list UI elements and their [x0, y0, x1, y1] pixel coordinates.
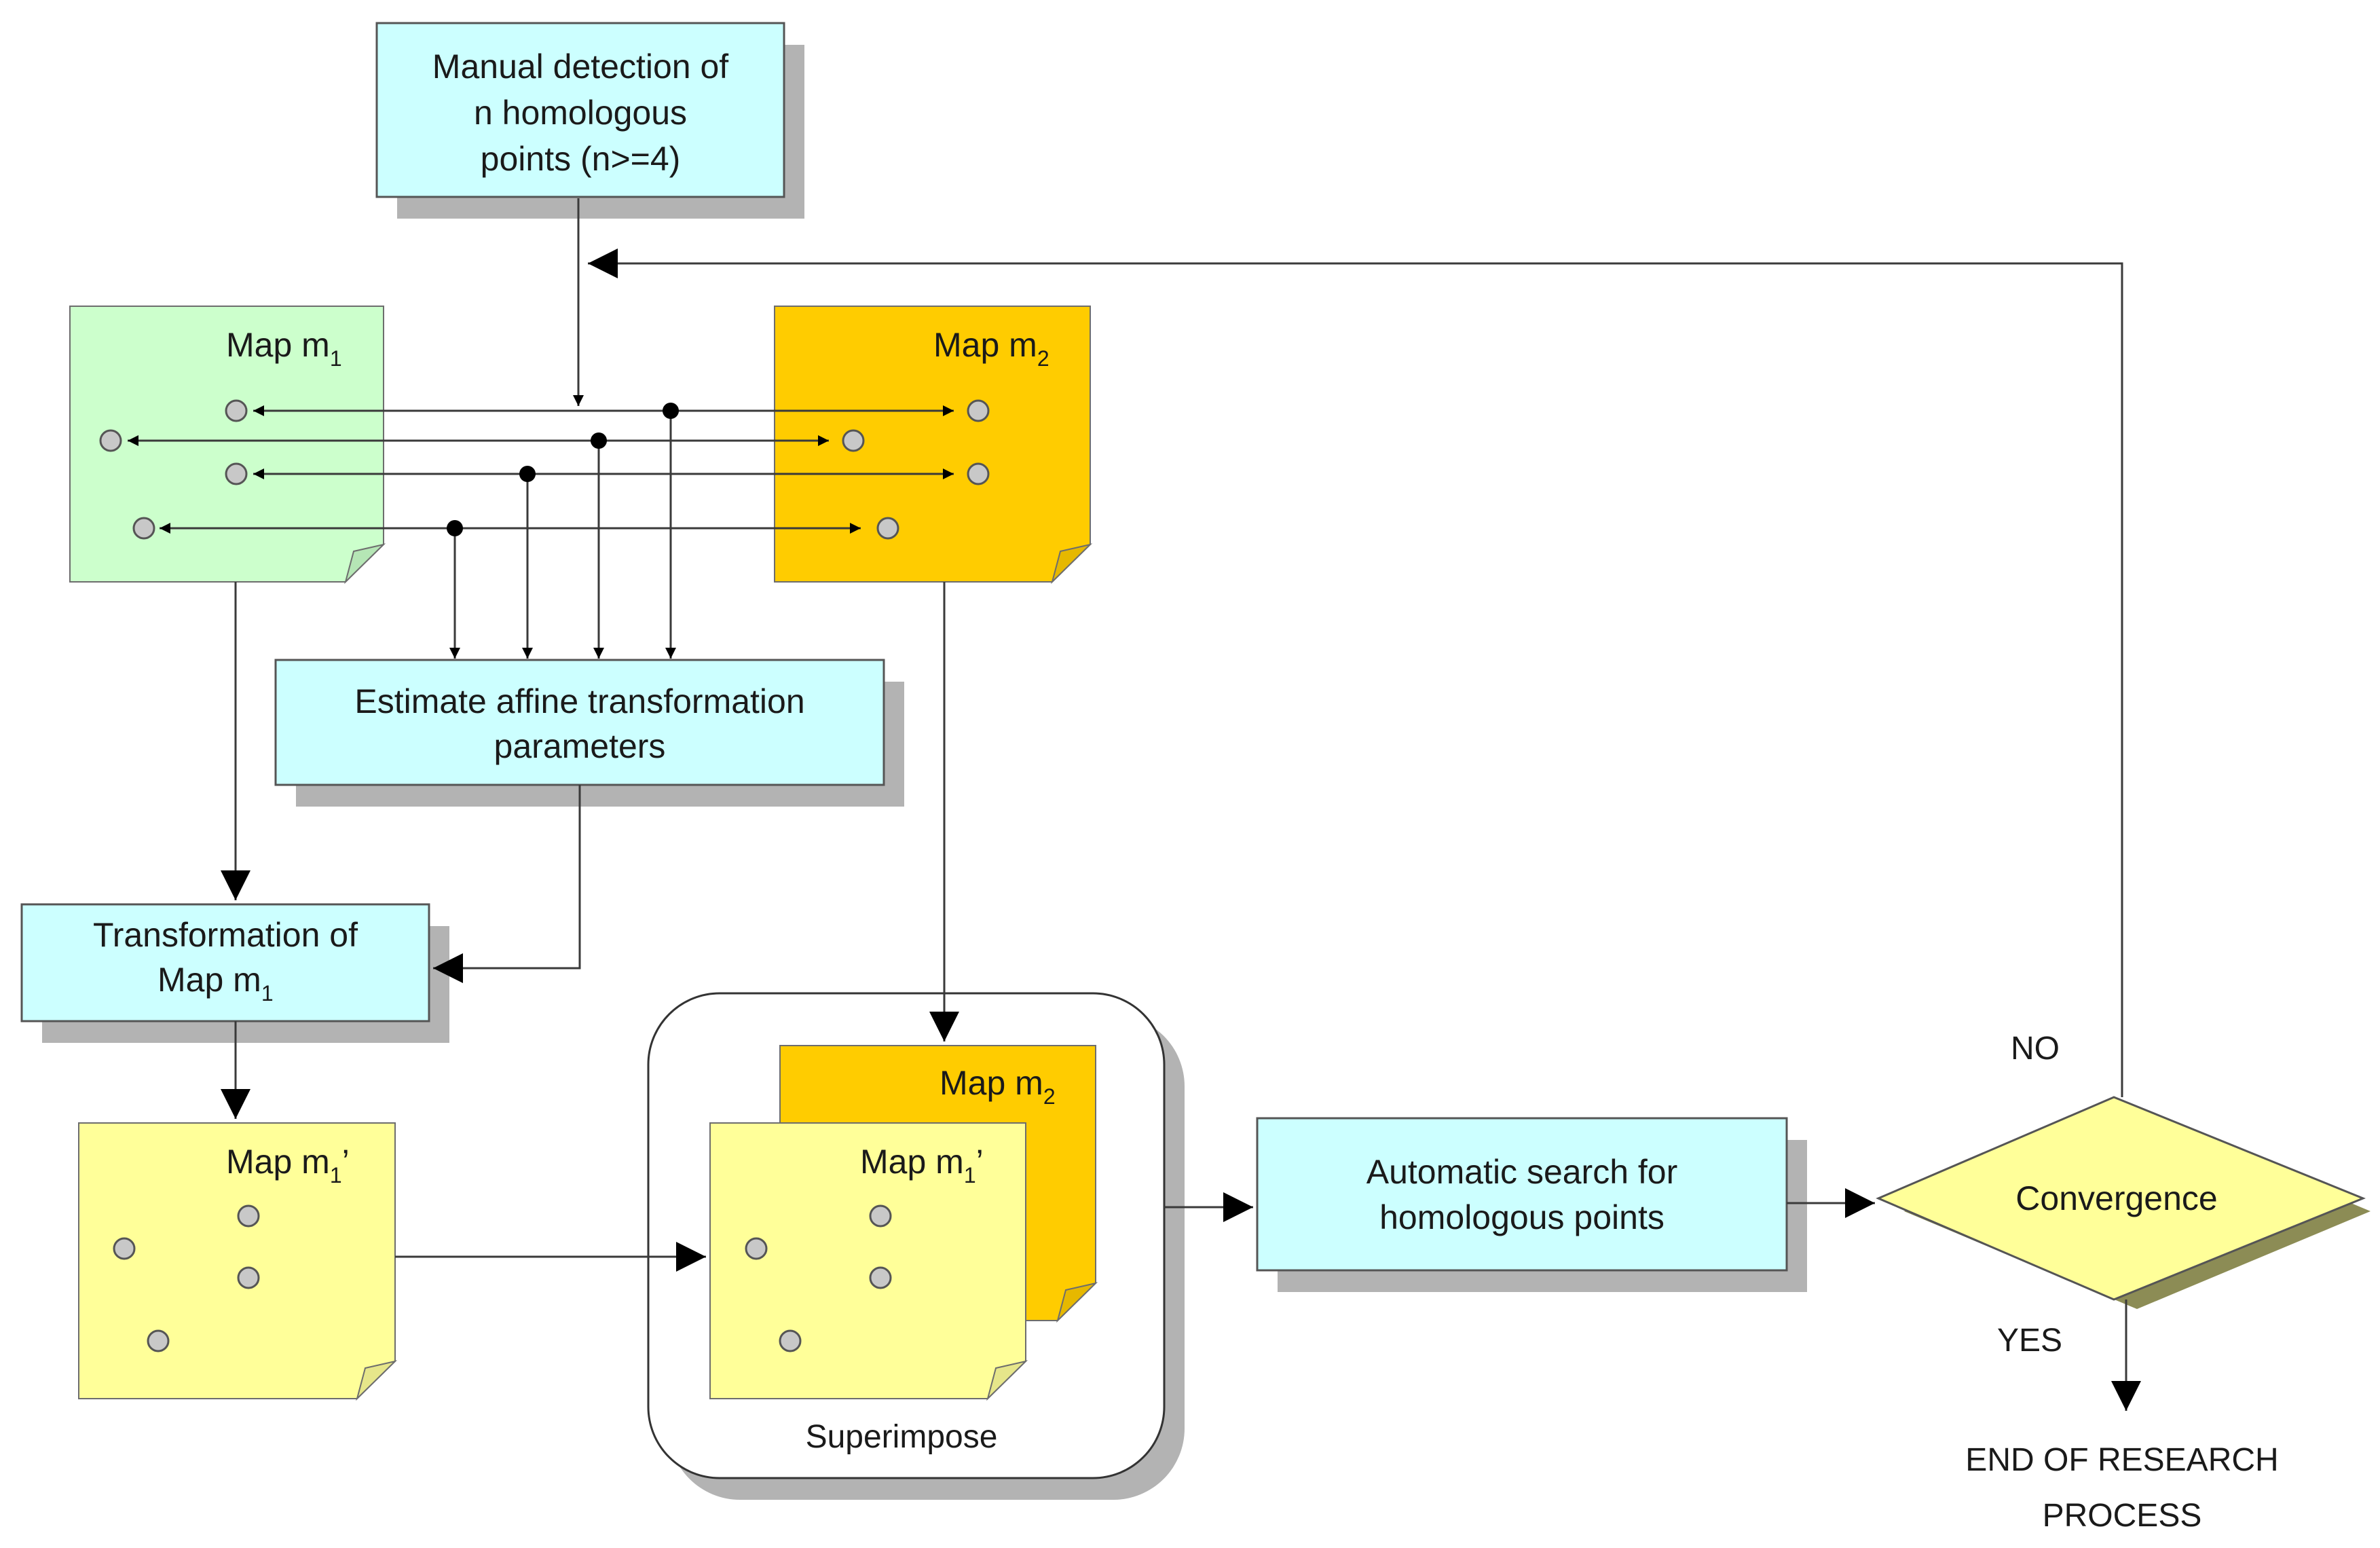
- automatic-search-line-2: homologous points: [1379, 1198, 1665, 1236]
- end-of-research-process: END OF RESEARCH PROCESS: [1965, 1442, 2278, 1534]
- superimposed-point: [779, 1329, 802, 1352]
- map-m1-label: Map m1: [226, 326, 342, 371]
- transformation-rect: [20, 903, 430, 1022]
- manual-detection-line-3: points (n>=4): [481, 140, 681, 178]
- convergence-diamond: [1876, 1096, 2366, 1301]
- map-m1-prime-point: [237, 1204, 260, 1228]
- map-m1-prime-label: Map m1’: [226, 1143, 350, 1187]
- junction-dot: [591, 432, 607, 449]
- map-m2-point: [967, 462, 990, 485]
- estimate-affine-box: Estimate affine transformation parameter…: [274, 659, 904, 807]
- map-m1-prime-point: [147, 1329, 170, 1352]
- superimposed-map-m2-label: Map m2: [940, 1064, 1056, 1109]
- automatic-search-line-1: Automatic search for: [1366, 1153, 1678, 1191]
- superimpose-label: Superimpose: [806, 1419, 998, 1455]
- end-line-1: END OF RESEARCH: [1965, 1442, 2278, 1478]
- map-m1-point: [132, 517, 155, 540]
- map-m2-note: Map m2: [774, 306, 1093, 585]
- map-m1-point: [225, 462, 248, 485]
- end-line-2: PROCESS: [2043, 1498, 2202, 1534]
- manual-detection-line-1: Manual detection of: [432, 48, 729, 86]
- superimposed-point: [869, 1204, 892, 1228]
- estimate-affine-line-2: parameters: [494, 727, 666, 765]
- superimposed-point: [745, 1237, 768, 1260]
- automatic-search-box: Automatic search for homologous points: [1256, 1117, 1807, 1292]
- connector-feedback-loop: [588, 248, 2123, 1097]
- connector-estimate-to-transformation: [433, 785, 581, 983]
- map-m2-point: [842, 429, 865, 452]
- estimate-affine-rect: [274, 659, 885, 786]
- junction-dot: [447, 520, 463, 536]
- superimposed-map-m1-prime-label: Map m1’: [860, 1143, 984, 1187]
- yes-label: YES: [1997, 1323, 2062, 1359]
- map-m2-point: [967, 399, 990, 422]
- superimpose-group: Map m2 Map m1’ Superimpose: [647, 992, 1185, 1500]
- transformation-box: Transformation of Map m1: [20, 903, 449, 1043]
- map-m1-prime-point: [113, 1237, 136, 1260]
- automatic-search-rect: [1256, 1117, 1788, 1272]
- convergence-decision: Convergence NO YES: [1876, 1031, 2370, 1359]
- superimposed-point: [869, 1266, 892, 1289]
- map-m1-point: [99, 429, 122, 452]
- manual-detection-rect: [375, 22, 785, 198]
- junction-dot: [663, 403, 679, 419]
- transformation-line-1: Transformation of: [93, 916, 358, 954]
- map-m1-prime-note: Map m1’: [78, 1122, 398, 1401]
- map-m1-point: [225, 399, 248, 422]
- convergence-label: Convergence: [2015, 1179, 2217, 1217]
- manual-detection-box: Manual detection of n homologous points …: [375, 22, 804, 219]
- correspondence-lines: [99, 399, 990, 659]
- no-label: NO: [2011, 1031, 2060, 1067]
- estimate-affine-line-1: Estimate affine transformation: [354, 682, 804, 720]
- map-m2-label: Map m2: [933, 326, 1049, 371]
- manual-detection-line-2: n homologous: [474, 94, 687, 132]
- transformation-line-2: Map m1: [157, 961, 274, 1006]
- map-m1-note: Map m1: [69, 306, 386, 585]
- junction-dot: [519, 466, 536, 482]
- flow-connectors: [221, 198, 2141, 1411]
- map-m1-prime-point: [237, 1266, 260, 1289]
- map-m2-point: [876, 517, 899, 540]
